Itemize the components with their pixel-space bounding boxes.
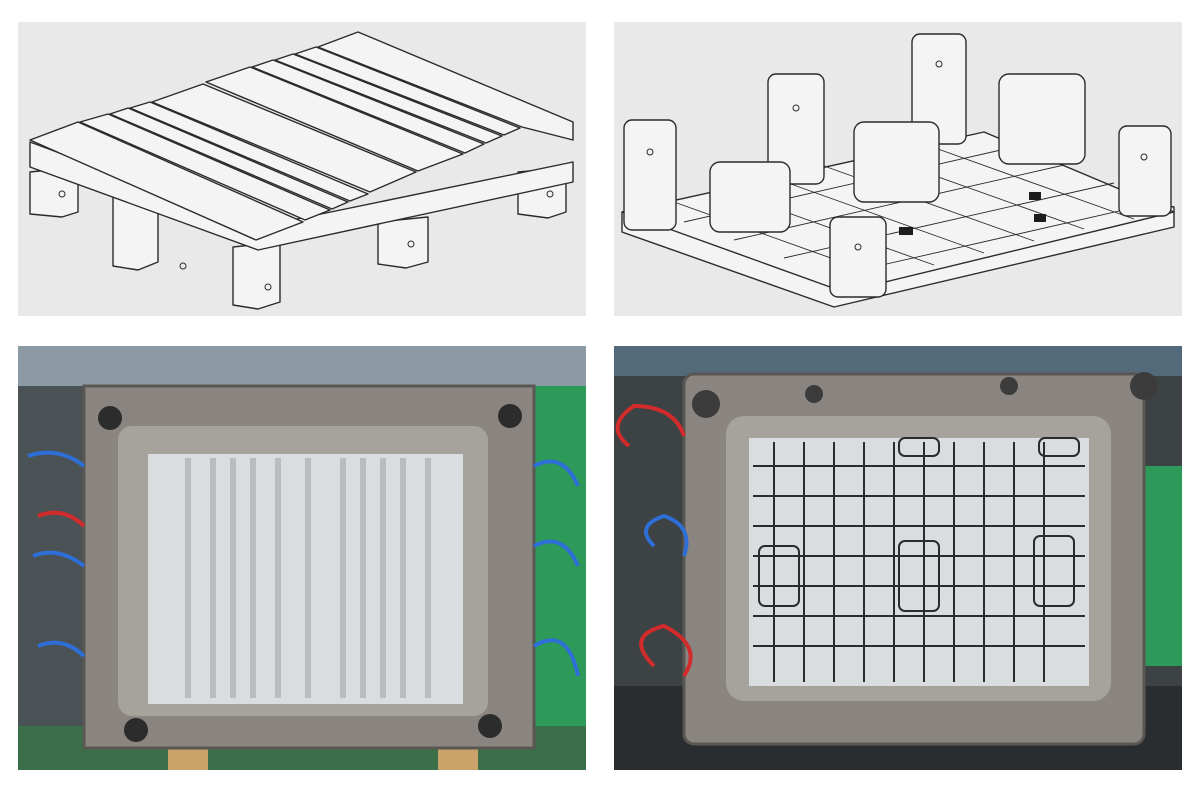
mold-bottom-image bbox=[614, 346, 1182, 770]
pallet-top-drawing bbox=[29, 31, 574, 310]
pallet-top-cad-render bbox=[18, 22, 586, 316]
mold-top-photo bbox=[18, 346, 586, 770]
mold-top-image bbox=[18, 346, 586, 770]
mold-bottom-photo bbox=[614, 346, 1182, 770]
pallet-bottom-cad-render bbox=[614, 22, 1182, 316]
pallet-bottom-drawing bbox=[621, 33, 1175, 308]
